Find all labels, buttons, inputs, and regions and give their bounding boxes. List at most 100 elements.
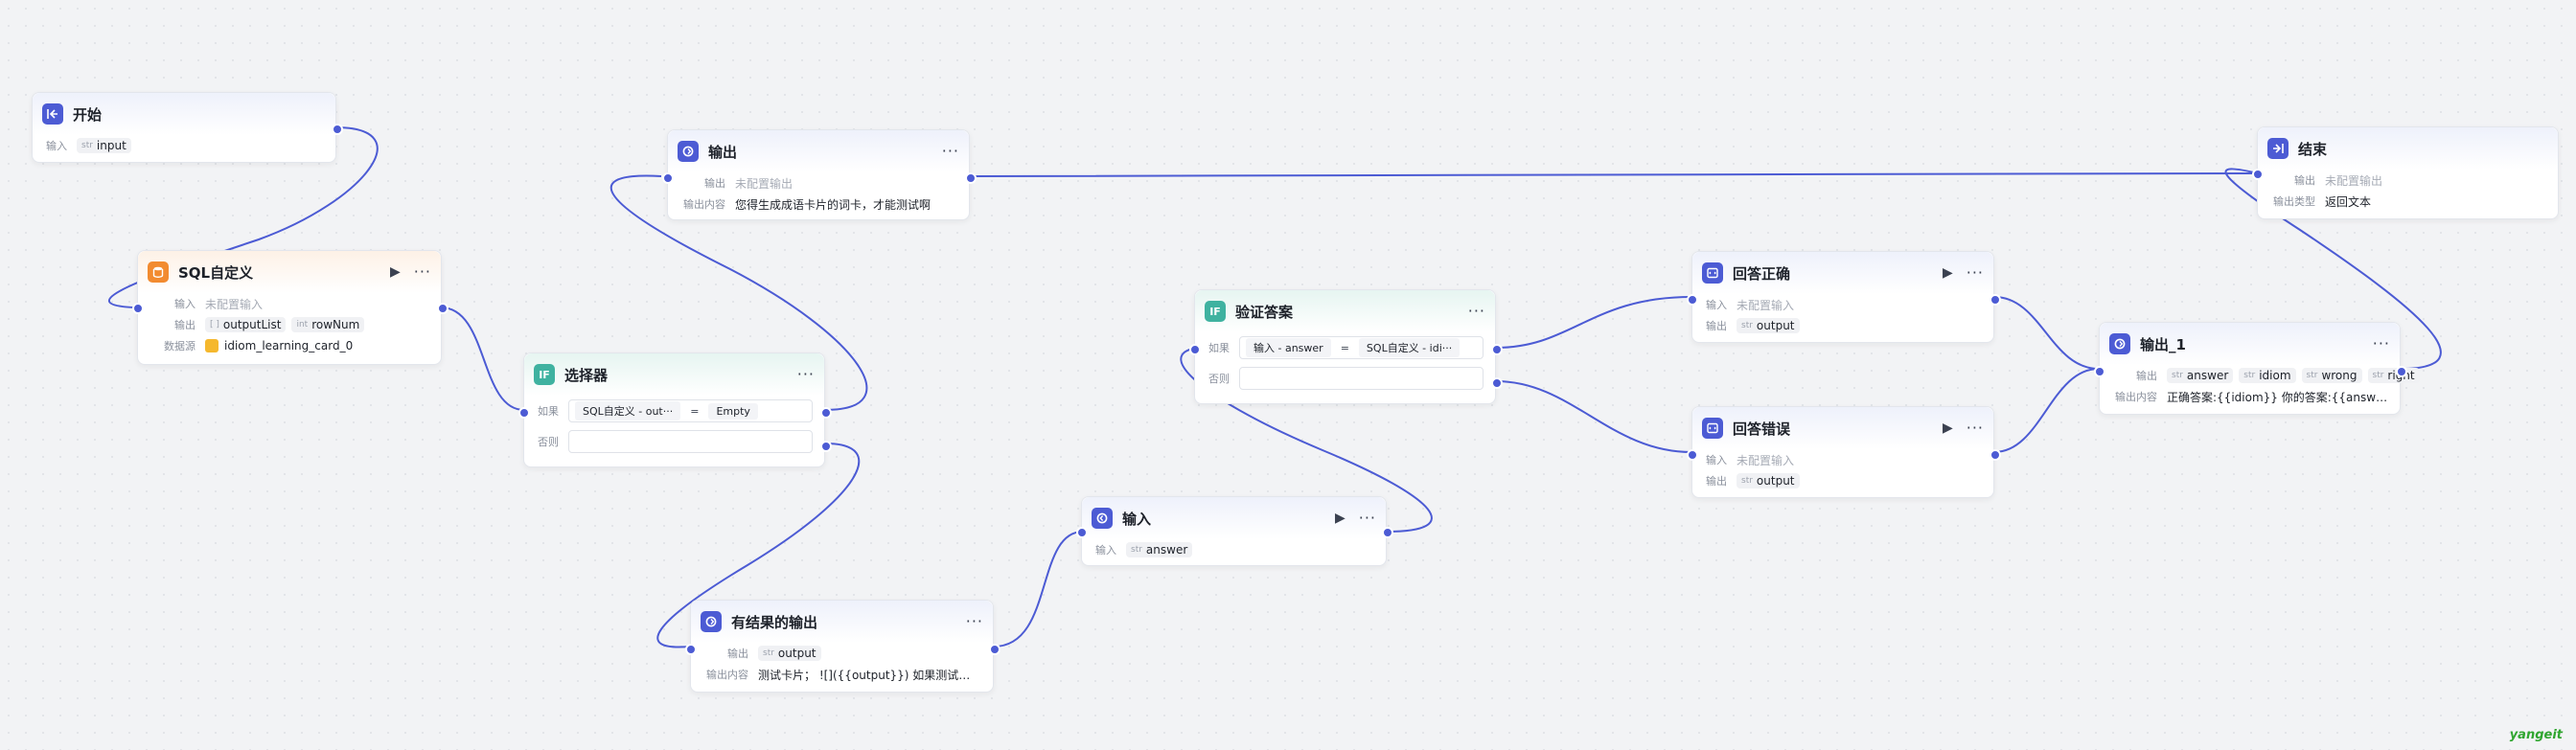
if-row: 如果 输入 - answer = SQL自定义 - idi··· [1195,332,1495,363]
more-icon[interactable]: ··· [941,142,959,160]
else-row: 否则 [524,426,824,457]
node-sql-header[interactable]: SQL自定义 ▶ ··· [138,251,441,293]
run-icon[interactable]: ▶ [1334,511,1346,526]
edge-output-top-end [969,172,2259,177]
more-icon[interactable]: ··· [2372,334,2390,352]
output-port[interactable] [437,303,448,314]
node-result-output-header[interactable]: 有结果的输出 ··· [691,601,993,643]
output-type-row: 输出类型 返回文本 [2258,191,2558,212]
more-icon[interactable]: ··· [1358,509,1376,527]
node-title: 验证答案 [1235,303,1294,321]
if-output-port[interactable] [820,407,832,419]
input-port[interactable] [2094,366,2105,377]
else-box[interactable] [1239,367,1484,390]
datasource-icon [205,339,218,352]
code-icon [1702,418,1723,439]
input-port[interactable] [132,303,144,314]
content-label: 输出内容 [2115,391,2157,403]
output-label: 输出 [2294,174,2315,187]
output-port[interactable] [1990,294,2001,306]
output-port[interactable] [1990,449,2001,461]
if-output-port[interactable] [1491,344,1503,355]
node-verify[interactable]: IF 验证答案 ··· 如果 输入 - answer = SQL自定义 - id… [1189,289,1503,404]
input-row: 输入 未配置输入 [138,293,441,314]
input-port[interactable] [518,407,530,419]
output-value: 未配置输出 [735,176,794,191]
node-input-header[interactable]: 输入 ▶ ··· [1082,497,1386,539]
more-icon[interactable]: ··· [1966,419,1984,437]
input-label: 输入 [46,140,67,152]
input-port[interactable] [2252,169,2264,180]
content-row: 输出内容 您得生成成语卡片的词卡，才能测试啊 [668,193,969,215]
input-port[interactable] [1687,449,1698,461]
output-label: 输出 [1706,320,1727,332]
node-output-1-header[interactable]: 输出_1 ··· [2100,323,2400,365]
more-icon[interactable]: ··· [796,365,815,383]
node-end-header[interactable]: 结束 [2258,127,2558,170]
node-wrong-header[interactable]: 回答错误 ▶ ··· [1692,407,1993,449]
node-sql[interactable]: SQL自定义 ▶ ··· 输入 未配置输入 输出 [ ]outputList i… [132,250,448,365]
if-icon: IF [534,364,555,385]
input-port[interactable] [1687,294,1698,306]
output-var-tag: [ ]outputList [205,317,287,332]
node-title: 输入 [1122,510,1152,528]
run-icon[interactable]: ▶ [1942,420,1953,436]
else-output-port[interactable] [820,441,832,452]
input-label: 输入 [1706,454,1727,466]
node-selector-header[interactable]: IF 选择器 ··· [524,353,824,396]
node-end[interactable]: 结束 输出 未配置输出 输出类型 返回文本 [2252,126,2559,219]
node-correct-header[interactable]: 回答正确 ▶ ··· [1692,252,1993,294]
output-port[interactable] [965,172,977,184]
else-box[interactable] [568,430,813,453]
output-port[interactable] [2396,366,2407,377]
condition-box[interactable]: SQL自定义 - out··· = Empty [568,399,813,422]
output-type-label: 输出类型 [2273,195,2315,208]
code-icon [1702,262,1723,284]
output-port[interactable] [989,644,1000,655]
output-port[interactable] [1382,527,1393,538]
output-icon [701,611,722,632]
more-icon[interactable]: ··· [1467,302,1485,320]
content-row: 输出内容 测试卡片； ![]({{output}}) 如果测试卡片没有遗··· [691,664,993,685]
output-icon [2109,333,2130,354]
node-title: 输出 [708,143,738,161]
datasource-value: idiom_learning_card_0 [224,339,354,352]
more-icon[interactable]: ··· [1966,263,1984,282]
node-selector[interactable]: IF 选择器 ··· 如果 SQL自定义 - out··· = Empty 否则 [518,352,832,467]
input-port[interactable] [685,644,697,655]
edge-verify-wrong [1495,380,1692,453]
content-label: 输出内容 [683,198,725,211]
more-icon[interactable]: ··· [965,612,983,630]
condition-box[interactable]: 输入 - answer = SQL自定义 - idi··· [1239,336,1484,359]
watermark: yangeit [2509,728,2563,742]
output-port[interactable] [332,124,343,135]
run-icon[interactable]: ▶ [389,264,401,280]
run-icon[interactable]: ▶ [1942,265,1953,281]
input-port[interactable] [1189,344,1201,355]
else-output-port[interactable] [1491,377,1503,389]
node-output-top[interactable]: 输出 ··· 输出 未配置输出 输出内容 您得生成成语卡片的词卡，才能测试啊 [662,129,977,220]
node-title: 输出_1 [2140,335,2186,353]
node-verify-header[interactable]: IF 验证答案 ··· [1195,290,1495,332]
input-port[interactable] [1076,527,1088,538]
node-output-top-header[interactable]: 输出 ··· [668,130,969,172]
node-start-header[interactable]: 开始 [33,93,335,135]
if-icon: IF [1205,301,1226,322]
input-label: 输入 [1706,299,1727,311]
input-port[interactable] [662,172,674,184]
more-icon[interactable]: ··· [413,262,431,281]
condition-operator: = [690,404,700,418]
